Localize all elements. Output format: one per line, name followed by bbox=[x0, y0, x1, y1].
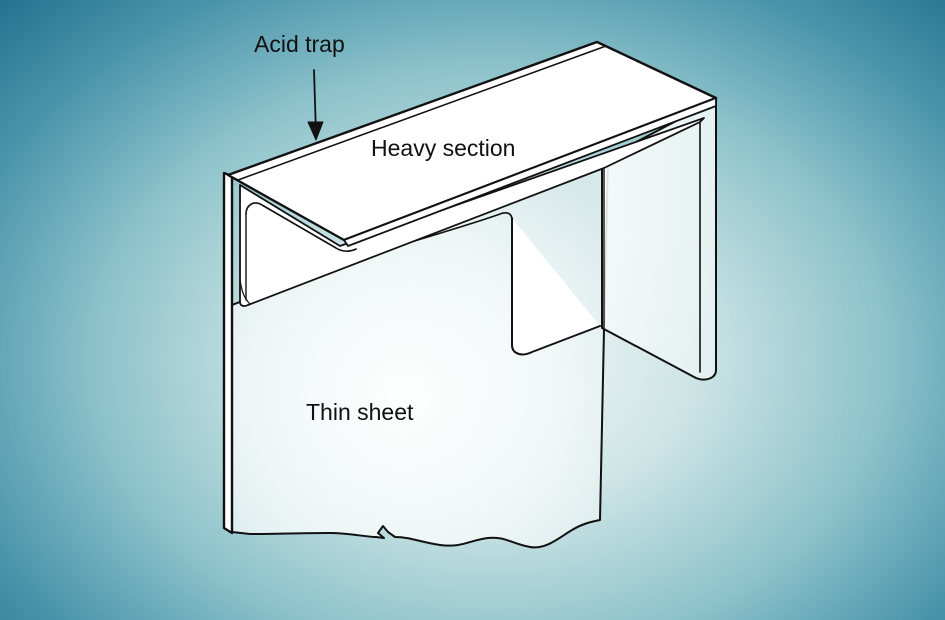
leg-fillet-curve bbox=[239, 279, 251, 305]
leg-inner-fillet bbox=[245, 202, 357, 252]
sheet-notch bbox=[511, 217, 601, 356]
right-web-face bbox=[601, 99, 717, 381]
heavy-section-leg bbox=[239, 117, 705, 307]
acid-trap-arrow-head bbox=[307, 121, 324, 141]
thin-sheet-label: Thin sheet bbox=[306, 399, 414, 425]
sheet-left-edge bbox=[222, 171, 234, 535]
heavy-section-top-edge bbox=[227, 45, 607, 181]
heavy-section-label: Heavy section bbox=[371, 135, 516, 161]
heavy-section-front-edge bbox=[343, 97, 717, 247]
acid-trap-label: Acid trap bbox=[254, 31, 345, 57]
